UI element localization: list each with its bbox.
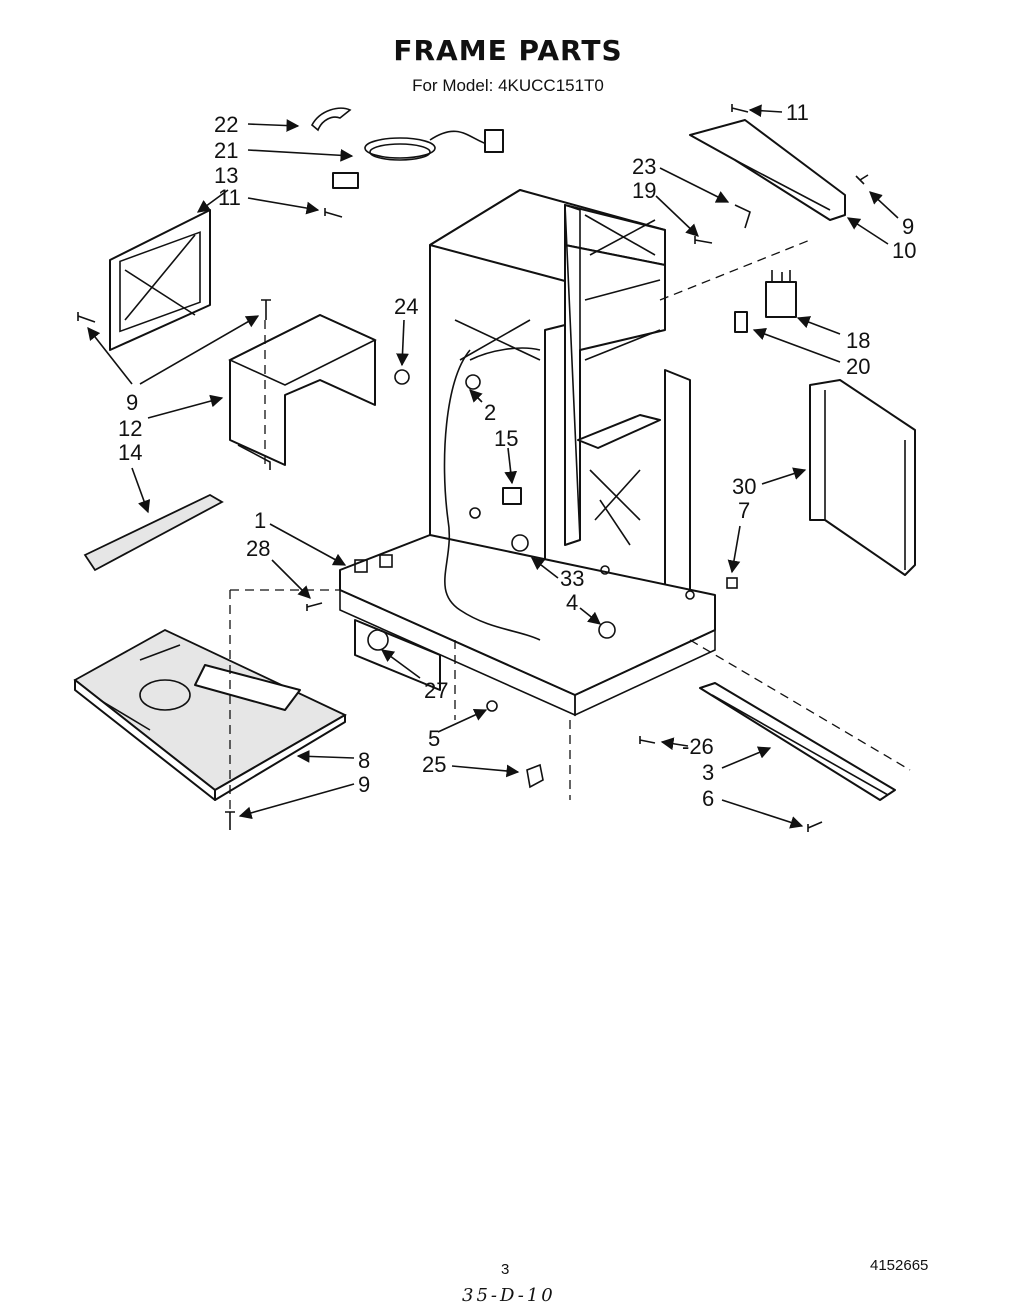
callout-13: 13 <box>214 163 238 188</box>
callout-33: 33 <box>560 566 584 591</box>
part-18-thermostat <box>765 270 797 318</box>
callout-22: 22 <box>214 112 238 137</box>
callout-15: 15 <box>494 426 518 451</box>
callout-9-bottom: 9 <box>358 772 370 797</box>
callout-20: 20 <box>846 354 870 379</box>
callout-8: 8 <box>358 748 370 773</box>
part-13-plate <box>109 209 211 351</box>
part-24-grommet <box>394 369 410 385</box>
callout-1: 1 <box>254 508 266 533</box>
callout-10: 10 <box>892 238 916 263</box>
part-25-clip <box>526 763 544 789</box>
page-title: FRAME PARTS <box>393 34 623 67</box>
callout-labels: 22 21 13 11 9 12 14 24 2 15 1 28 33 4 27… <box>118 100 916 811</box>
part-9-screw-mid <box>261 299 271 320</box>
callout-3: 3 <box>702 760 714 785</box>
page-number: 3 <box>501 1261 510 1278</box>
part-2-knob <box>465 374 481 390</box>
callout-19: 19 <box>632 178 656 203</box>
callout-14: 14 <box>118 440 142 465</box>
part-19-screw <box>694 236 713 244</box>
callout-11-left: 11 <box>218 185 241 210</box>
callout-25: 25 <box>422 752 446 777</box>
part-28-screw <box>306 602 323 611</box>
part-23-clip <box>734 204 751 229</box>
callout-18: 18 <box>846 328 870 353</box>
part-5-nut <box>486 700 498 712</box>
document-number: 4152665 <box>870 1257 929 1274</box>
part-8-base-pan <box>73 628 347 801</box>
model-subtitle: For Model: 4KUCC151T0 <box>412 76 604 95</box>
callout-2: 2 <box>484 400 496 425</box>
callout-5: 5 <box>428 726 440 751</box>
part-33-plug <box>511 534 529 552</box>
callout-7: 7 <box>738 498 750 523</box>
callout-26: -26 <box>682 734 714 759</box>
callout-12: 12 <box>118 416 142 441</box>
callout-30: 30 <box>732 474 756 499</box>
callout-24: 24 <box>394 294 418 319</box>
part-4-plug <box>598 621 616 639</box>
part-12-cover <box>228 314 377 470</box>
assembly-guide-lines <box>229 239 911 810</box>
part-6-screw <box>807 821 823 832</box>
callout-11-right: 11 <box>786 100 809 125</box>
part-10-bracket <box>689 119 846 221</box>
part-22-clip <box>310 107 352 132</box>
part-11-screw-left <box>324 208 343 218</box>
part-30-panel <box>809 379 916 576</box>
callout-9-left: 9 <box>126 390 138 415</box>
cabinet-frame <box>339 189 716 717</box>
callout-28: 28 <box>246 536 270 561</box>
part-9-screw-bottom <box>225 811 235 830</box>
part-11-screw-right <box>731 104 749 113</box>
part-20-spacer <box>734 311 748 333</box>
part-14-foam-strip <box>83 493 224 572</box>
part-9-screw-right <box>855 174 869 185</box>
callout-4: 4 <box>566 590 578 615</box>
handwritten-note: 35-D-10 <box>462 1285 556 1306</box>
part-21-cord <box>332 129 504 189</box>
callout-6: 6 <box>702 786 714 811</box>
part-15-switch <box>502 487 522 505</box>
callout-27: 27 <box>424 678 448 703</box>
part-27-bracket <box>354 619 441 691</box>
callout-21: 21 <box>214 138 238 163</box>
part-3-rail <box>699 682 896 801</box>
part-26-screw <box>639 736 656 744</box>
callout-23: 23 <box>632 154 656 179</box>
part-7-nut <box>726 577 738 589</box>
callout-9-right: 9 <box>902 214 914 239</box>
callout-arrows <box>87 104 899 829</box>
part-9-screw-left <box>77 312 96 323</box>
